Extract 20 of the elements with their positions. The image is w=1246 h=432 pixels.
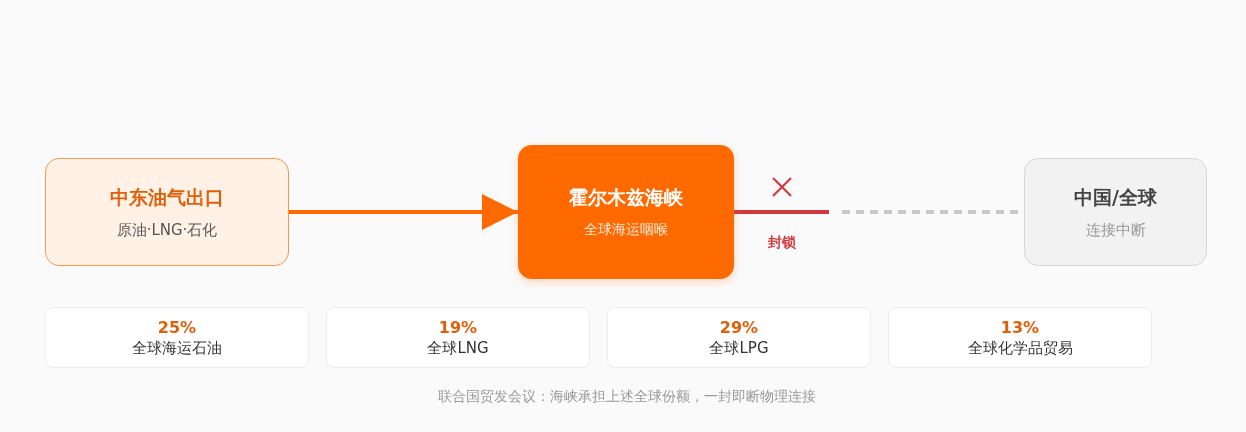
caption: 联合国贸发会议：海峡承担上述全球份额，一封即断物理连接 — [437, 388, 817, 406]
stat-label: 全球LNG — [427, 338, 489, 358]
percentage-value: 29% — [719, 317, 759, 337]
percentage-value: 25% — [157, 317, 197, 337]
text-heading: 霍尔木兹海峡 — [569, 185, 683, 210]
stat-label: 全球LPG — [709, 338, 769, 358]
edge-label: 封锁 — [767, 234, 797, 252]
text-subtitle: 连接中断 — [1085, 220, 1146, 240]
destination-box — [1024, 158, 1207, 266]
text-heading: 中国/全球 — [1074, 184, 1157, 210]
source-box — [45, 158, 289, 266]
percentage-value: 19% — [438, 317, 478, 337]
strait-box — [518, 145, 734, 279]
connector-arrow — [289, 194, 518, 230]
stat-label: 全球海运石油 — [132, 338, 222, 358]
stat-label: 全球化学品贸易 — [967, 338, 1073, 358]
text-heading: 中东油气出口 — [110, 184, 224, 210]
text-subtitle: 全球海运咽喉 — [584, 221, 668, 239]
text-subtitle: 原油·LNG·石化 — [116, 220, 218, 240]
percentage-value: 13% — [1000, 317, 1040, 337]
